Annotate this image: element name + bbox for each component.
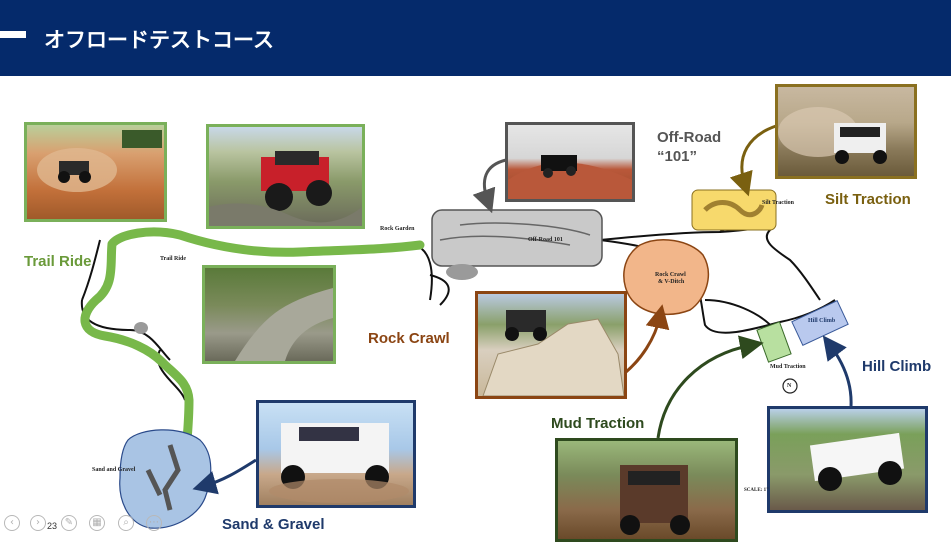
label-off-road-line1: Off-Road xyxy=(657,129,722,146)
zoom-icon[interactable]: ⌕ xyxy=(118,515,134,531)
next-slide-icon[interactable]: › xyxy=(30,515,46,531)
header-accent-bar xyxy=(0,31,26,38)
trail-ride-path xyxy=(80,227,425,445)
mud-traction-area xyxy=(756,321,792,363)
slide-title: オフロードテストコース xyxy=(44,28,274,52)
north-compass xyxy=(782,378,798,394)
map-label-sand-gravel: Sand and Gravel xyxy=(92,467,136,473)
map-label-mud-traction: Mud Traction xyxy=(770,364,806,370)
photo-sand-gravel xyxy=(256,400,416,508)
off-road-arrow xyxy=(472,158,507,214)
silt-arrow xyxy=(729,124,777,197)
rock-crawl-area xyxy=(623,239,710,316)
map-label-silt-traction: Silt Traction xyxy=(762,200,794,206)
mud-arrow xyxy=(656,335,764,439)
slides-grid-icon[interactable]: ▦ xyxy=(89,515,105,531)
label-hill-climb: Hill Climb xyxy=(862,358,932,375)
rock-crawl-arrow xyxy=(625,304,670,374)
photo-trail-ride-dust xyxy=(24,122,167,222)
label-trail-ride: Trail Ride xyxy=(24,253,92,270)
map-label-rock-garden: Rock Garden xyxy=(380,226,415,232)
photo-silt-traction xyxy=(775,84,917,179)
hill-climb-area xyxy=(791,299,849,347)
map-label-vditch: & V-Ditch xyxy=(658,279,685,285)
label-off-road-line2: “101” xyxy=(657,148,698,165)
prev-slide-icon[interactable]: ‹ xyxy=(4,515,20,531)
label-sand-gravel: Sand & Gravel xyxy=(222,516,325,533)
map-label-off-road-101: Off-Road 101 xyxy=(528,237,563,243)
pen-icon[interactable]: ✎ xyxy=(61,515,77,531)
sand-arrow xyxy=(192,458,257,495)
map-label-hill-climb: Hill Climb xyxy=(808,318,836,324)
photo-off-road-101 xyxy=(505,122,635,202)
photo-rock-crawl xyxy=(475,291,627,399)
photo-mud-traction xyxy=(555,438,738,542)
hill-climb-arrow xyxy=(822,335,853,407)
photo-trail-ride-red-jeep xyxy=(206,124,365,229)
map-label-trail-ride: Trail Ride xyxy=(160,256,187,262)
map-label-rock-crawl: Rock Crawl xyxy=(655,272,686,278)
map-label-scale: SCALE: 1" xyxy=(744,488,769,493)
sand-gravel-area xyxy=(119,429,212,529)
map-label-north: N xyxy=(787,383,792,389)
label-mud-traction: Mud Traction xyxy=(551,415,645,432)
more-icon[interactable]: ⋯ xyxy=(146,515,162,531)
slide-header: オフロードテストコース xyxy=(0,0,951,76)
silt-traction-area xyxy=(691,189,777,231)
label-rock-crawl: Rock Crawl xyxy=(368,330,450,347)
photo-hill-climb xyxy=(767,406,928,513)
page-number: 23 xyxy=(47,521,58,531)
photo-trail-ride-creek xyxy=(202,265,336,364)
label-silt-traction: Silt Traction xyxy=(825,191,911,208)
